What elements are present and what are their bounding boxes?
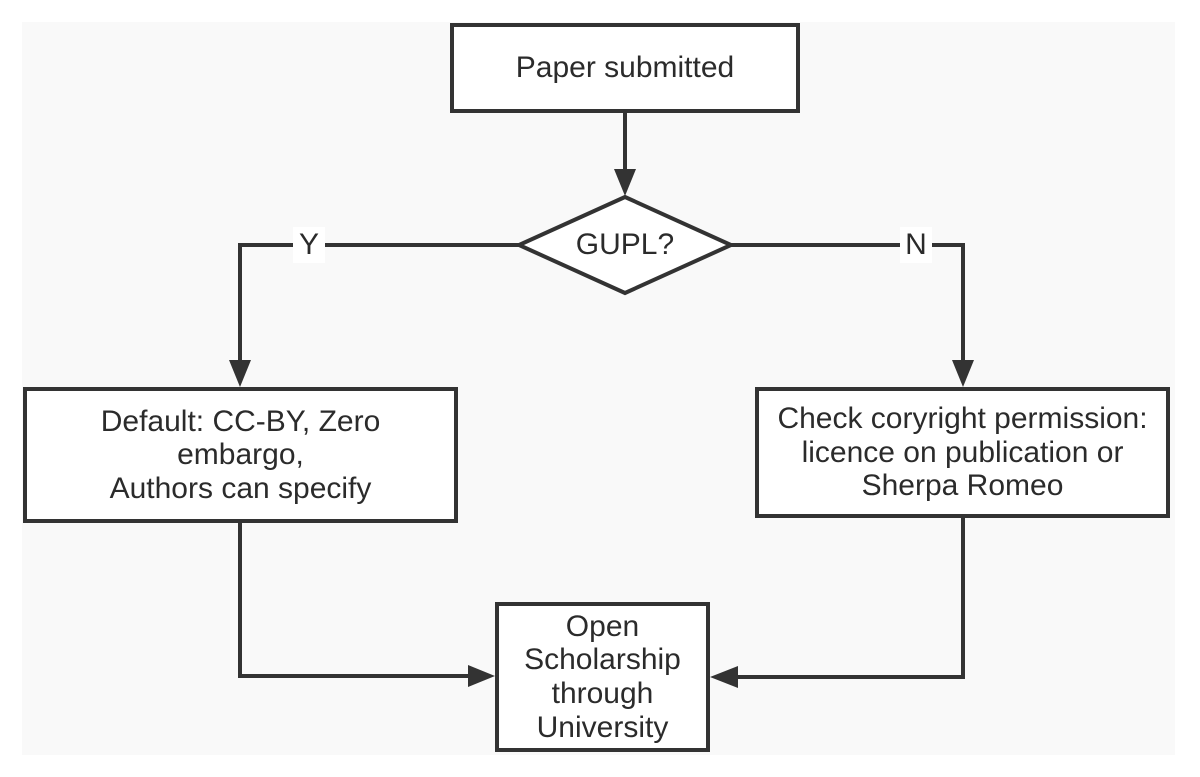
node-paper-submitted: Paper submitted (450, 23, 800, 113)
edge-line (737, 518, 965, 679)
node-gupl-decision-label: GUPL? (575, 228, 675, 261)
arrow-right-icon (468, 665, 495, 687)
arrow-down-icon (952, 360, 974, 387)
node-default-cc-by-policy: Default: CC-BY, Zero embargo, Authors ca… (23, 387, 458, 523)
arrow-down-icon (229, 360, 251, 387)
edge-paper-to-decision (614, 113, 636, 196)
node-open-scholarship: Open Scholarship through University (495, 602, 710, 752)
decision-diamond-shape (514, 194, 736, 296)
node-check-copyright-permission: Check coryright permission: licence on p… (755, 387, 1170, 518)
edge-label-yes: Y (293, 227, 325, 263)
edge-default-to-open (238, 523, 495, 687)
edge-decision-yes-to-default (229, 243, 519, 387)
edge-line (731, 243, 965, 361)
edge-check-to-open (710, 518, 965, 688)
arrow-left-icon (710, 666, 738, 688)
edge-decision-no-to-check (731, 243, 974, 387)
edge-line (238, 243, 519, 361)
arrow-down-icon (614, 169, 636, 196)
edge-line (238, 523, 469, 678)
edge-label-no: N (900, 227, 932, 263)
